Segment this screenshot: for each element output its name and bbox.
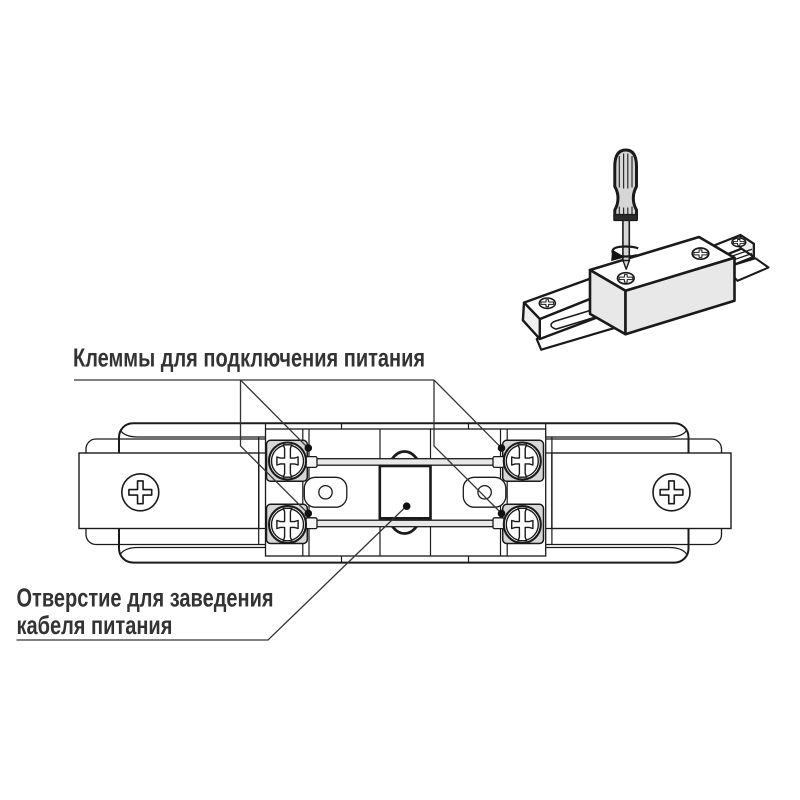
svg-text:кабеля питания: кабеля питания [16, 611, 172, 640]
svg-text:Отверстие для заведения: Отверстие для заведения [16, 583, 273, 612]
svg-text:Клеммы для подключения питания: Клеммы для подключения питания [73, 343, 425, 372]
